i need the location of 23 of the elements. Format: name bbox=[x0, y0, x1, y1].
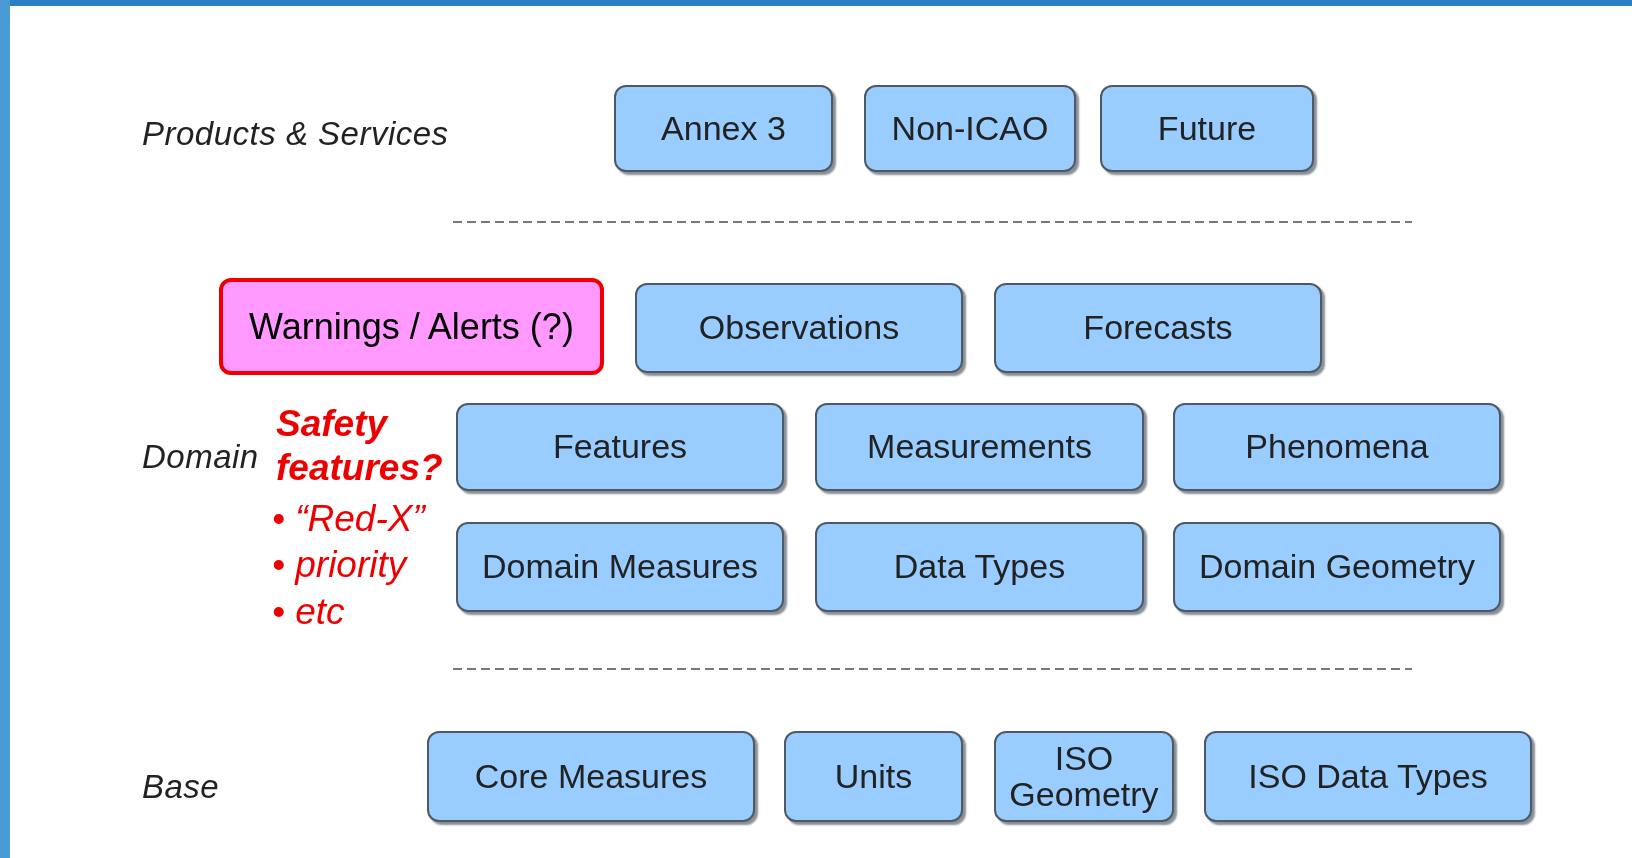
module-box: ISO Data Types bbox=[1204, 731, 1532, 822]
module-box: Domain Measures bbox=[456, 522, 784, 612]
bullet-item: • priority bbox=[272, 543, 409, 588]
module-box: Measurements bbox=[815, 403, 1144, 491]
module-box: Units bbox=[784, 731, 963, 822]
bullet-item: • “Red-X” bbox=[272, 497, 425, 541]
module-box: Domain Geometry bbox=[1173, 522, 1501, 612]
module-box: Annex 3 bbox=[614, 85, 833, 172]
layer-label: Base bbox=[142, 768, 220, 806]
module-box: Features bbox=[456, 403, 784, 491]
module-box: Non-ICAO bbox=[864, 85, 1076, 172]
layer-label: Domain bbox=[142, 438, 259, 476]
module-box: Future bbox=[1100, 85, 1314, 172]
layer-label: Products & Services bbox=[142, 115, 449, 153]
annotation-heading: Safety features? bbox=[276, 402, 444, 491]
module-box: ISO Geometry bbox=[994, 731, 1174, 822]
module-box: Observations bbox=[635, 283, 963, 373]
module-box: Data Types bbox=[815, 522, 1144, 612]
module-box: Forecasts bbox=[994, 283, 1322, 373]
module-box: Phenomena bbox=[1173, 403, 1501, 491]
highlighted-box: Warnings / Alerts (?) bbox=[219, 278, 604, 375]
module-box: Core Measures bbox=[427, 731, 755, 822]
bullet-item: • etc bbox=[272, 589, 346, 634]
